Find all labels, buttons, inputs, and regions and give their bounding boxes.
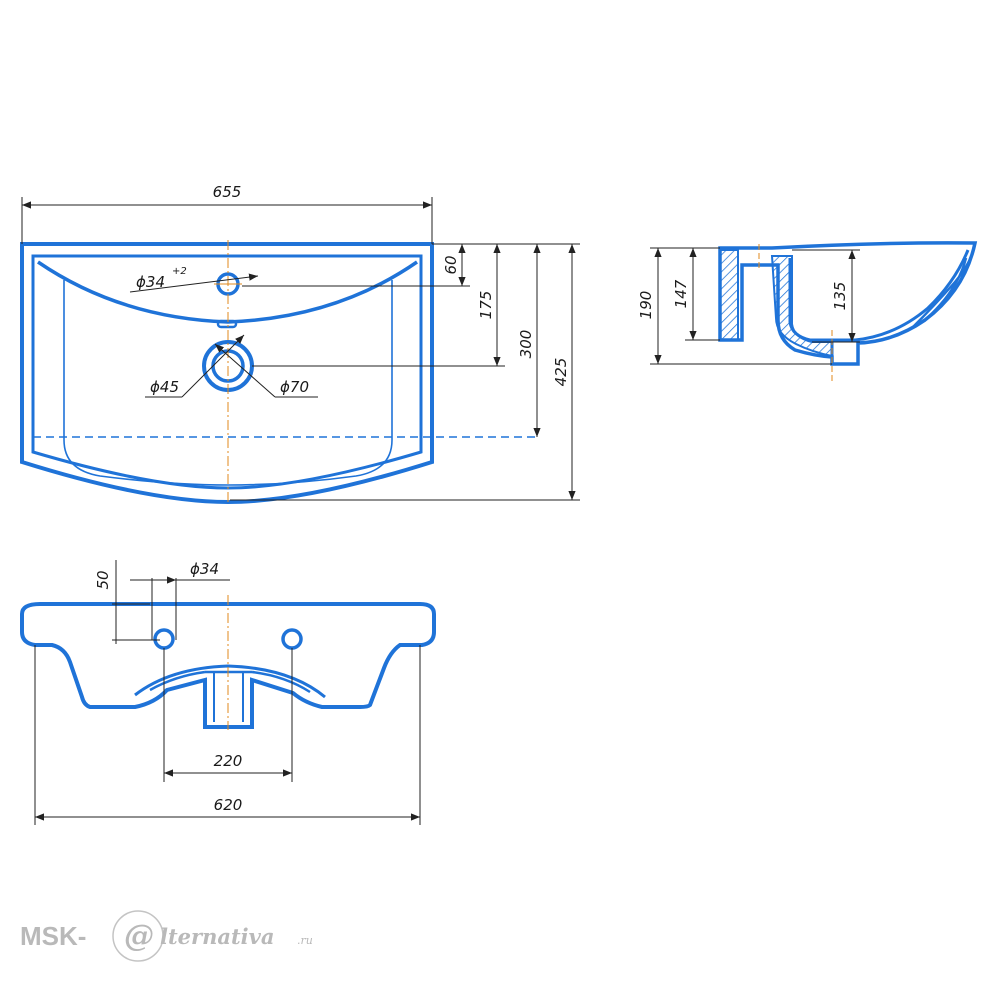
watermark-at-ring: [112, 910, 164, 962]
top-view-outline: [20, 242, 434, 505]
watermark-logo: MSK- @ lternativa .ru: [20, 910, 313, 962]
dim-425-label: 425: [552, 358, 570, 387]
side-drain-block: [830, 338, 860, 366]
dim-190-label: 190: [637, 291, 655, 320]
dim-147-label: 147: [672, 279, 690, 308]
side-view: 190 147 135: [637, 241, 978, 382]
side-inner-shell: [788, 249, 970, 342]
bowl-inner: [63, 280, 393, 486]
front-hole-left: [153, 628, 175, 650]
side-bowl-hatch: [770, 255, 833, 358]
dim-175-label: 175: [477, 291, 495, 320]
front-hole-right: [281, 628, 303, 650]
outer-contour: [20, 242, 434, 505]
front-outer-contour: [20, 602, 436, 729]
leader-34: [129, 273, 259, 293]
top-view: 655 60 175 300 425 ϕ34 +2 ϕ45 ϕ70: [20, 183, 580, 505]
dim-655-label: 655: [213, 183, 242, 201]
drain-outer-label: ϕ70: [280, 378, 309, 396]
side-dimension-lines: [650, 247, 860, 365]
dim-34-label: ϕ34: [190, 560, 219, 578]
dim-60-label: 60: [442, 255, 460, 274]
dim-620-label: 620: [214, 796, 243, 814]
dim-135-label: 135: [831, 282, 849, 311]
side-outer-shell: [718, 241, 978, 366]
overflow-slot: [216, 319, 238, 329]
dim-50-label: 50: [94, 570, 112, 589]
front-dimension-lines: [34, 560, 421, 825]
front-bowl-rim: [134, 664, 326, 699]
side-wall-hatch: [719, 249, 739, 341]
front-view: 50 ϕ34 220 620: [20, 560, 436, 825]
watermark-prefix: MSK-: [20, 921, 86, 951]
tap-hole-tolerance: +2: [172, 266, 187, 277]
dim-220-label: 220: [214, 752, 243, 770]
watermark-at: @: [124, 919, 154, 954]
front-bowl-inner: [149, 670, 311, 694]
dim-300-label: 300: [517, 330, 535, 359]
tap-hole-label: ϕ34: [136, 273, 165, 291]
drain-inner-label: ϕ45: [150, 378, 179, 396]
watermark-suffix: .ru: [297, 934, 313, 947]
side-front-lip: [911, 242, 977, 330]
top-dimension-lines: [21, 197, 580, 501]
watermark-script: lternativa: [160, 924, 274, 949]
